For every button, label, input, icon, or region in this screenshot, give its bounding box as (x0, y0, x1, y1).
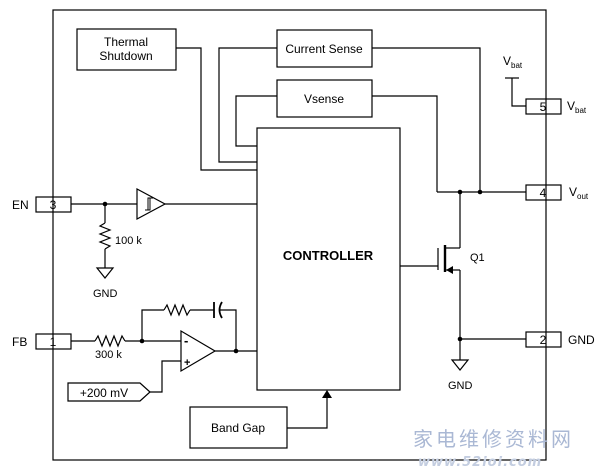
junction-vout-1 (457, 189, 463, 195)
thermal-label-2: Shutdown (99, 49, 152, 63)
en-ground-symbol (95, 267, 115, 279)
junction-vout-2 (477, 189, 483, 195)
feedback-left (141, 309, 164, 341)
vsense-ctrl-wire (235, 95, 277, 147)
junction-fb (139, 338, 145, 344)
current-sense-label: Current Sense (285, 42, 363, 56)
fb-resistor-label: 300 k (95, 349, 122, 361)
feedback-resistor (163, 303, 191, 317)
thermal-shutdown-block (76, 28, 177, 71)
opamp-plus-label: + (184, 357, 190, 369)
vout-pin-number: 4 (540, 186, 547, 200)
watermark-url: www.52ioi.com (418, 455, 542, 470)
junction-en (102, 201, 108, 207)
vbat-pin-label: Vbat (567, 99, 587, 115)
q1-ground-symbol (450, 359, 470, 371)
error-amplifier (180, 329, 217, 373)
controller-label: CONTROLLER (283, 248, 374, 263)
junction-gnd (457, 336, 463, 342)
fb-pin-number: 1 (50, 335, 57, 349)
watermark-title: 家电维修资料网 (413, 427, 574, 451)
band-gap-label: Band Gap (211, 421, 265, 435)
vsense-block (276, 79, 373, 118)
hysteresis-symbol (145, 197, 153, 211)
vout-pin-label: Vout (569, 185, 589, 201)
en-buffer (136, 187, 167, 221)
vsense-vout-wire (372, 95, 438, 192)
vbat-pin-number: 5 (540, 100, 547, 114)
gnd-pin-label: GND (568, 333, 595, 347)
thermal-label-1: Thermal (104, 35, 148, 49)
junction-amp-out (233, 348, 239, 354)
controller-block (256, 127, 401, 391)
en-pin-label: EN (12, 198, 29, 212)
gnd-pin-number: 2 (540, 333, 547, 347)
fb-pin-label: FB (12, 335, 27, 349)
thermal-wire (176, 47, 257, 171)
ref-wire (150, 360, 181, 393)
en-pin-number: 3 (50, 198, 57, 212)
fb-resistor (94, 334, 126, 348)
ref-voltage-tag (67, 382, 151, 402)
current-sense-ctrl-wire (218, 47, 277, 163)
current-sense-vout-wire (372, 47, 481, 192)
vbat-wire (511, 78, 526, 107)
en-resistor-label: 100 k (115, 235, 142, 247)
chip-outline (52, 9, 547, 461)
opamp-minus-label: - (184, 333, 188, 348)
q1-arrow (446, 266, 453, 274)
vbat-source-label: Vbat (503, 54, 523, 70)
bandgap-arrowhead (322, 390, 332, 398)
feedback-right (220, 309, 237, 351)
ref-voltage-label: +200 mV (80, 386, 128, 400)
vsense-label: Vsense (304, 92, 344, 106)
en-resistor (98, 222, 112, 250)
en-ground-label: GND (93, 288, 118, 300)
q1-ground-label: GND (448, 380, 473, 392)
bandgap-wire (287, 396, 328, 429)
feedback-cap-plate2 (218, 301, 223, 319)
q1-label: Q1 (470, 252, 485, 264)
